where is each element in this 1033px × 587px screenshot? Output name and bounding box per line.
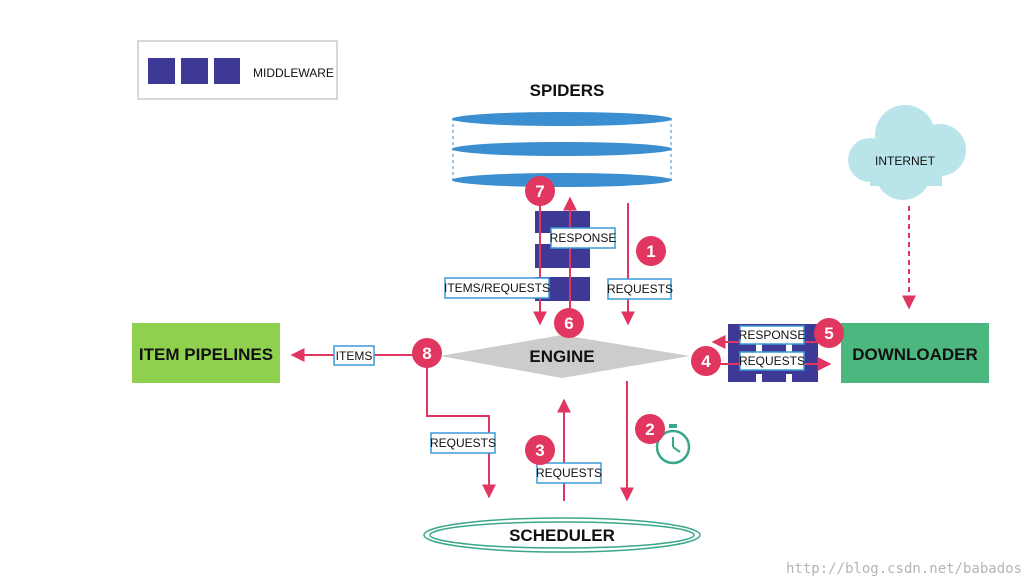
svg-text:6: 6 <box>564 314 573 333</box>
svg-text:REQUESTS: REQUESTS <box>430 436 496 450</box>
svg-text:REQUESTS: REQUESTS <box>739 354 805 368</box>
label-response-spider: RESPONSE <box>550 227 617 249</box>
spider-disk <box>452 112 672 126</box>
item-pipelines: ITEM PIPELINES <box>132 323 280 383</box>
label-items-requests: ITEMS/REQUESTS <box>444 277 550 299</box>
svg-text:ITEMS/REQUESTS: ITEMS/REQUESTS <box>444 281 550 295</box>
svg-text:ITEMS: ITEMS <box>336 349 373 363</box>
label-requests-scheduler: REQUESTS <box>536 462 602 484</box>
step-badge-6: 6 <box>554 308 584 338</box>
step-badge-2: 2 <box>635 414 665 444</box>
svg-text:REQUESTS: REQUESTS <box>607 282 673 296</box>
spiders-title: SPIDERS <box>530 81 605 100</box>
step-badge-4: 4 <box>691 346 721 376</box>
svg-text:4: 4 <box>701 352 711 371</box>
label-requests-downloader: REQUESTS <box>739 351 805 371</box>
svg-text:RESPONSE: RESPONSE <box>550 231 617 245</box>
svg-text:3: 3 <box>535 441 544 460</box>
stopwatch-icon <box>655 424 691 465</box>
step-badge-1: 1 <box>636 236 666 266</box>
svg-text:REQUESTS: REQUESTS <box>536 466 602 480</box>
engine-title: ENGINE <box>529 347 594 366</box>
step-badge-8: 8 <box>412 338 442 368</box>
spider-disk <box>452 142 672 156</box>
scheduler: SCHEDULER <box>423 517 701 553</box>
svg-text:2: 2 <box>645 420 654 439</box>
svg-text:7: 7 <box>535 182 544 201</box>
arrow-8-requests <box>426 366 496 499</box>
middleware-legend-swatch <box>214 58 240 84</box>
item-pipelines-title: ITEM PIPELINES <box>139 345 273 364</box>
scheduler-title: SCHEDULER <box>509 526 615 545</box>
svg-text:RESPONSE: RESPONSE <box>739 328 806 342</box>
engine: ENGINE <box>440 335 690 378</box>
step-badge-5: 5 <box>814 318 844 348</box>
middleware-legend-swatch <box>148 58 175 84</box>
svg-text:1: 1 <box>646 242 655 261</box>
downloader-title: DOWNLOADER <box>852 345 978 364</box>
spider-disk <box>452 173 672 187</box>
svg-text:5: 5 <box>824 324 833 343</box>
watermark: http://blog.csdn.net/babados <box>786 561 1022 577</box>
label-items: ITEMS <box>333 345 375 366</box>
internet-cloud: INTERNET <box>848 105 966 200</box>
svg-text:8: 8 <box>422 344 431 363</box>
internet-label: INTERNET <box>875 154 936 168</box>
step-badge-3: 3 <box>525 435 555 465</box>
label-requests-spider: REQUESTS <box>607 278 673 300</box>
label-requests-left: REQUESTS <box>430 432 496 454</box>
middleware-legend-swatch <box>181 58 208 84</box>
label-response-downloader: RESPONSE <box>739 325 806 345</box>
step-badge-7: 7 <box>525 176 555 206</box>
legend-label: MIDDLEWARE <box>253 66 334 80</box>
legend: MIDDLEWARE <box>137 40 338 100</box>
downloader: DOWNLOADER <box>841 323 989 383</box>
spiders-stack: SPIDERS <box>452 81 672 187</box>
